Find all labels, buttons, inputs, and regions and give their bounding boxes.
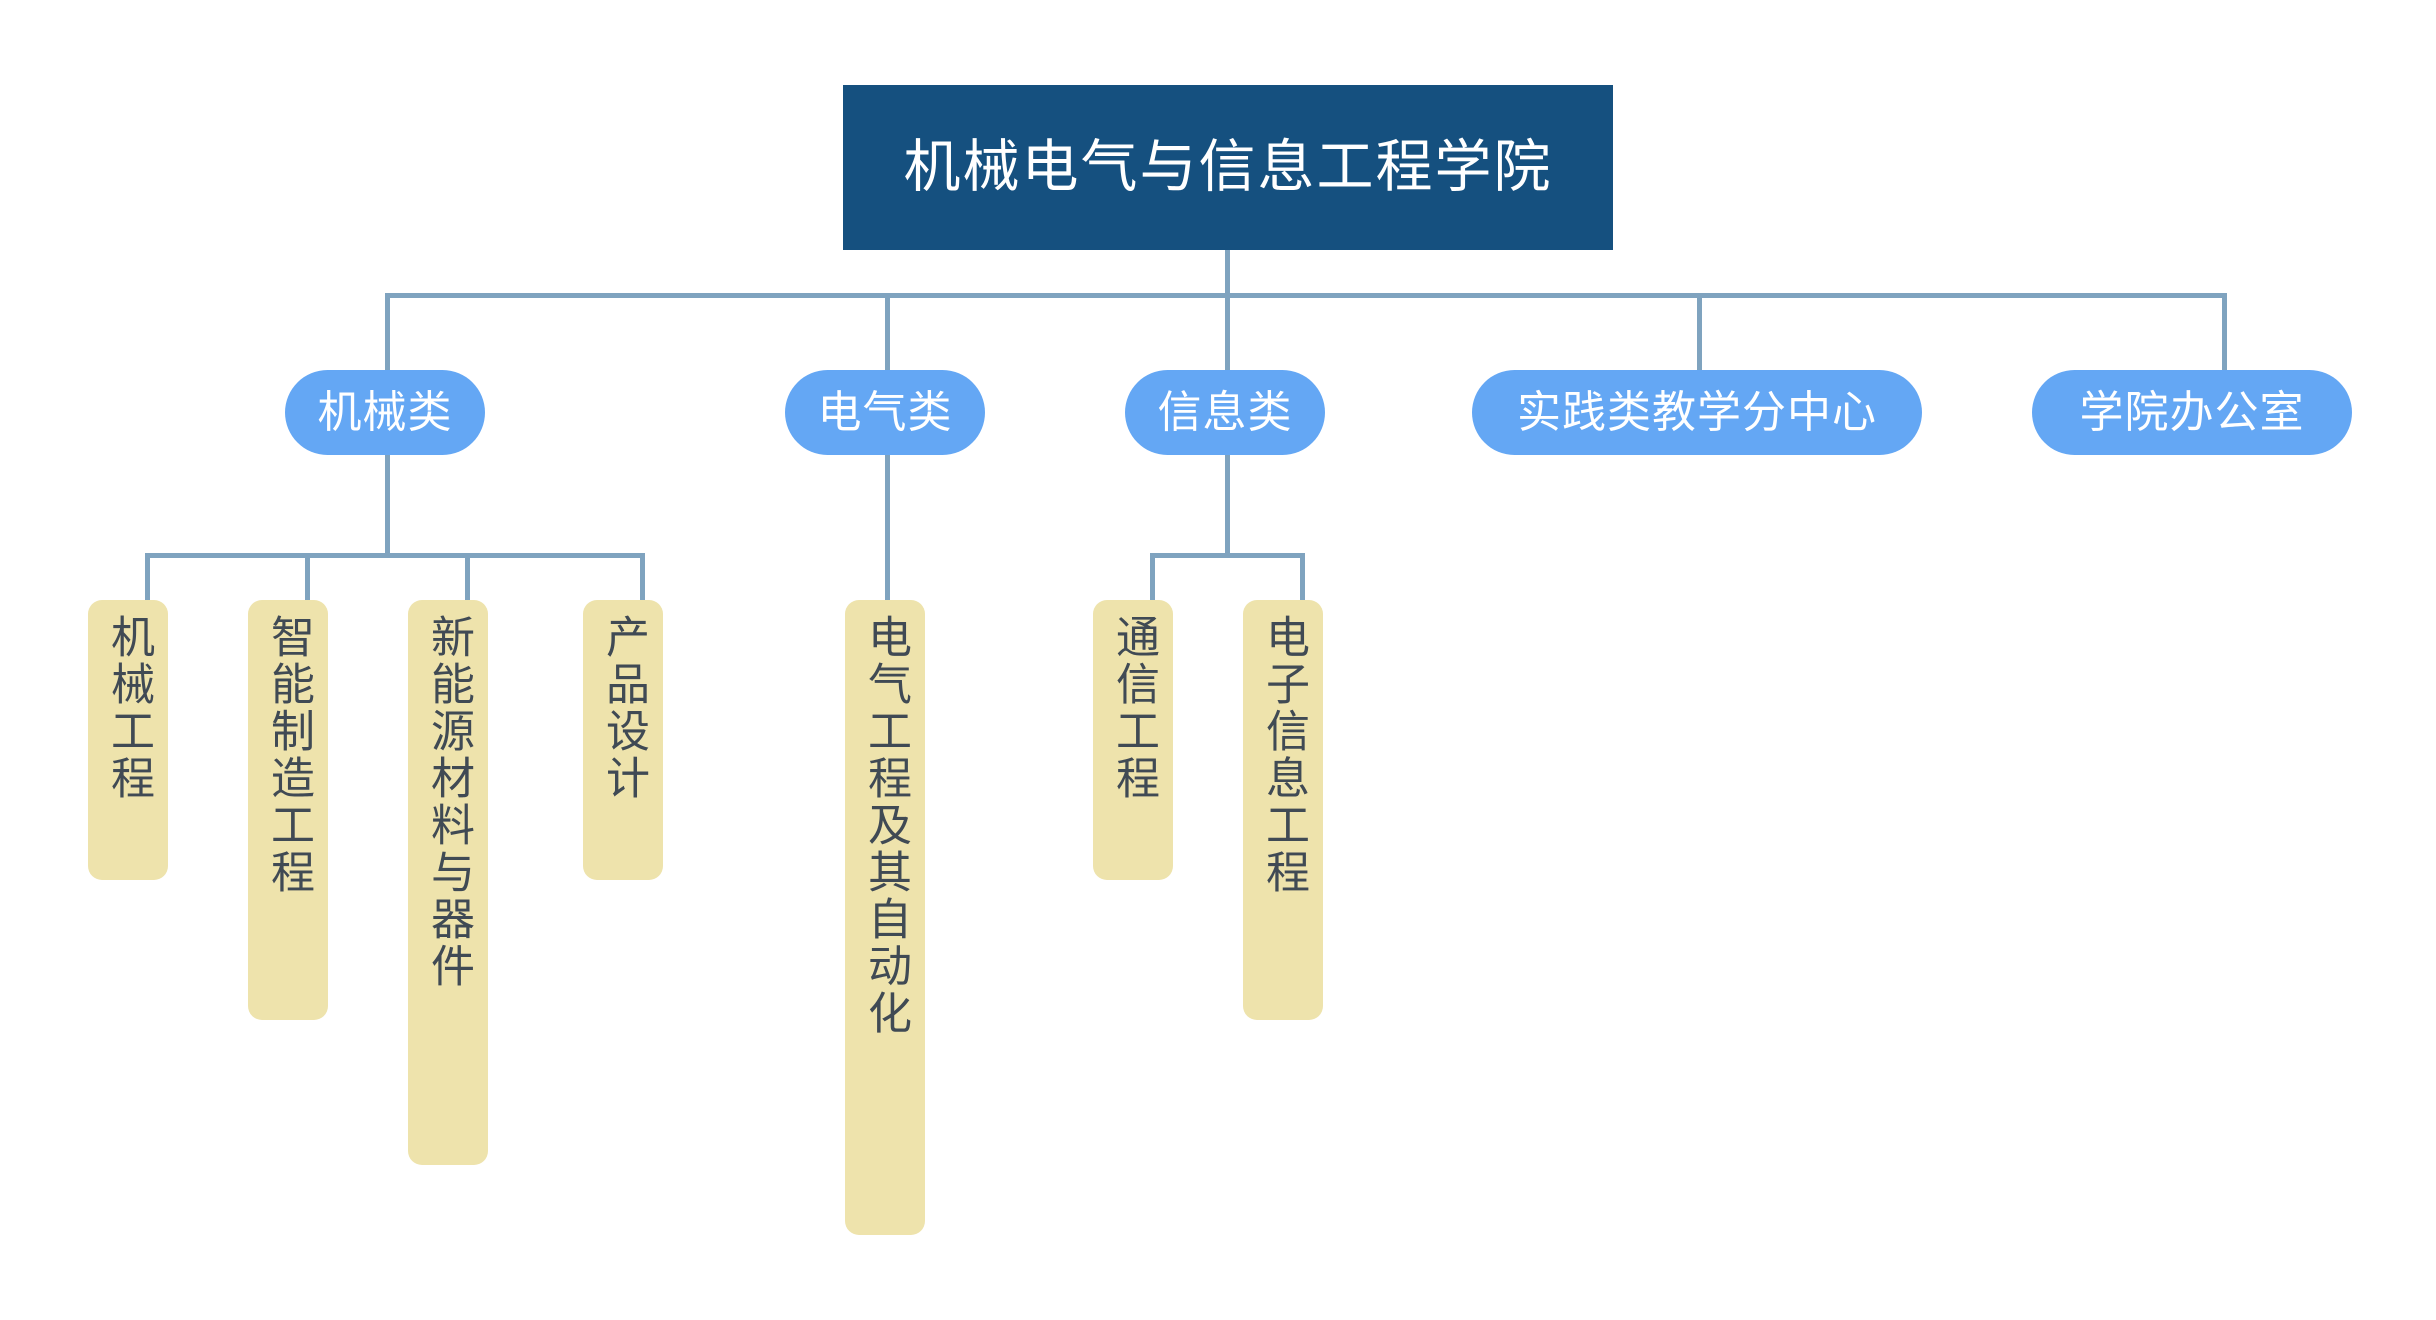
major-node-intelligent-manufacturing[interactable]: 智能制造工程 <box>248 600 328 1020</box>
connector-information-stem <box>1225 455 1230 557</box>
major-node-label: 电子信息工程 <box>1258 614 1308 896</box>
category-node-label: 机械类 <box>317 387 453 437</box>
category-node-electrical[interactable]: 电气类 <box>785 370 985 455</box>
connector-mechanical-stem <box>385 455 390 557</box>
category-node-information[interactable]: 信息类 <box>1125 370 1325 455</box>
major-node-new-energy-materials[interactable]: 新能源材料与器件 <box>408 600 488 1165</box>
connector-drop-mechanical <box>385 293 390 373</box>
major-node-electronic-information[interactable]: 电子信息工程 <box>1243 600 1323 1020</box>
major-node-communication-engineering[interactable]: 通信工程 <box>1093 600 1173 880</box>
category-node-college-office[interactable]: 学院办公室 <box>2032 370 2352 455</box>
connector-root-stem <box>1225 250 1230 297</box>
connector-drop-college-office <box>2222 293 2227 373</box>
category-node-mechanical[interactable]: 机械类 <box>285 370 485 455</box>
major-node-electrical-automation[interactable]: 电气工程及其自动化 <box>845 600 925 1235</box>
connector-drop-major-mech-1 <box>145 553 150 600</box>
connector-electrical-stem <box>885 455 890 600</box>
connector-drop-major-mech-4 <box>640 553 645 600</box>
major-node-label: 电气工程及其自动化 <box>860 614 910 1037</box>
major-node-label: 产品设计 <box>598 614 648 802</box>
connector-information-bus <box>1150 553 1305 558</box>
category-node-label: 实践类教学分中心 <box>1517 387 1877 437</box>
connector-drop-information <box>1225 293 1230 373</box>
major-node-product-design[interactable]: 产品设计 <box>583 600 663 880</box>
major-node-label: 新能源材料与器件 <box>423 614 473 990</box>
connector-drop-major-mech-2 <box>305 553 310 600</box>
connector-drop-major-info-1 <box>1150 553 1155 600</box>
connector-mechanical-bus <box>145 553 645 558</box>
root-node-label: 机械电气与信息工程学院 <box>903 135 1553 199</box>
major-node-label: 通信工程 <box>1108 614 1158 802</box>
major-node-label: 机械工程 <box>103 614 153 802</box>
root-node-college[interactable]: 机械电气与信息工程学院 <box>843 85 1613 250</box>
connector-drop-major-info-2 <box>1300 553 1305 600</box>
connector-drop-major-mech-3 <box>465 553 470 600</box>
major-node-mechanical-engineering[interactable]: 机械工程 <box>88 600 168 880</box>
major-node-label: 智能制造工程 <box>263 614 313 896</box>
category-node-label: 电气类 <box>817 387 953 437</box>
category-node-practice-center[interactable]: 实践类教学分中心 <box>1472 370 1922 455</box>
category-node-label: 学院办公室 <box>2079 387 2305 437</box>
connector-level2-bus <box>385 293 2227 298</box>
category-node-label: 信息类 <box>1157 387 1293 437</box>
connector-drop-practice-center <box>1697 293 1702 373</box>
connector-drop-electrical <box>885 293 890 373</box>
